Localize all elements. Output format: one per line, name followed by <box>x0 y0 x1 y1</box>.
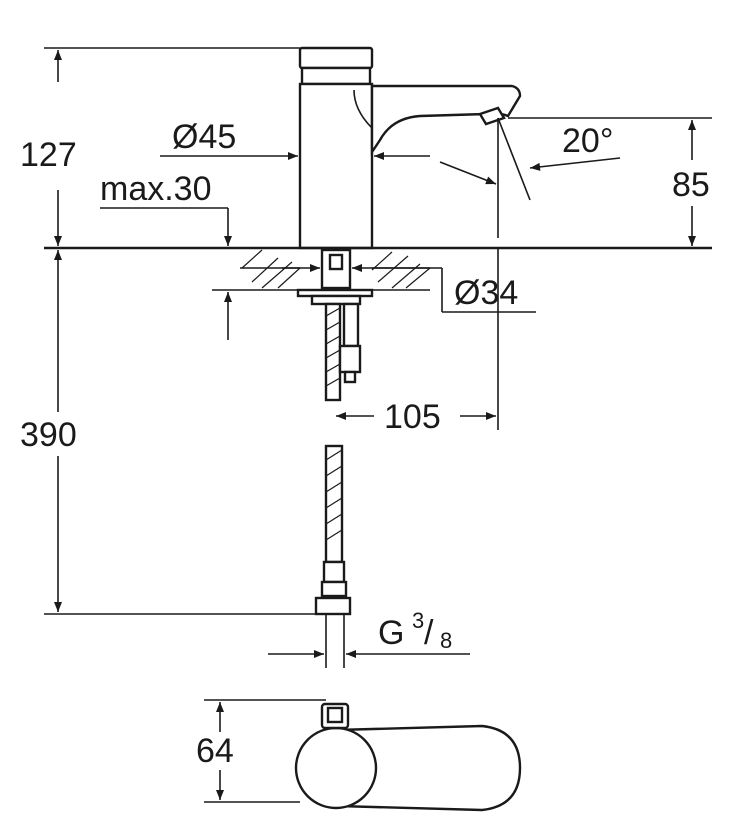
mounting-surface <box>44 246 712 291</box>
dim-body-diameter: Ø45 <box>160 118 430 160</box>
label-thread-den: 8 <box>440 628 452 653</box>
dim-spout-angle: 20° <box>439 117 621 238</box>
label-max30: max.30 <box>100 170 212 208</box>
dim-hose-length: 390 <box>20 250 318 615</box>
dim-thread: G 3 / 8 <box>268 608 470 658</box>
label-390: 390 <box>20 416 77 454</box>
label-85: 85 <box>672 166 710 204</box>
faucet-top-view <box>294 702 522 812</box>
faucet-body <box>298 82 374 250</box>
label-105: 105 <box>384 398 441 436</box>
dim-total-height: 127 <box>20 47 300 246</box>
shank-assembly <box>296 248 374 668</box>
label-thread-num: 3 <box>412 608 424 633</box>
dim-max-thickness: max.30 <box>100 170 240 340</box>
connection-nut <box>314 596 352 616</box>
flex-hose <box>324 302 342 402</box>
dim-projection: 105 <box>336 248 499 436</box>
cap-collar <box>300 66 372 86</box>
push-button-cap <box>298 46 374 70</box>
label-d45: Ø45 <box>172 118 236 156</box>
body-top-circle <box>294 726 378 810</box>
label-127: 127 <box>20 136 77 174</box>
flex-hose-lower <box>324 444 344 564</box>
label-64: 64 <box>196 732 234 770</box>
label-thread-slash: / <box>424 614 434 652</box>
dim-width: 64 <box>196 699 326 803</box>
dim-hole-diameter: Ø34 <box>282 264 536 313</box>
label-thread-g: G <box>378 614 404 652</box>
label-d34: Ø34 <box>454 274 518 312</box>
label-20deg: 20° <box>562 122 613 160</box>
dim-outlet-height: 85 <box>508 117 712 246</box>
faucet-side-view <box>298 46 522 250</box>
